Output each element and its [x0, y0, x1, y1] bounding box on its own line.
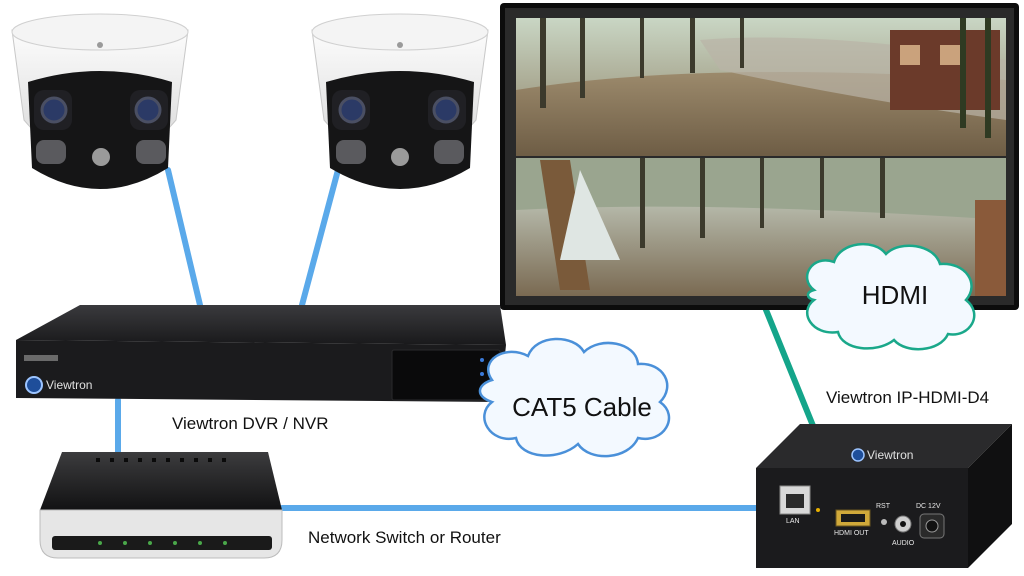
- dome-camera-2: [311, 13, 489, 189]
- dome-camera-1: [11, 13, 189, 189]
- hdmi-cable-cloud: [805, 242, 976, 351]
- lan-port-label: LAN: [786, 518, 800, 525]
- audio-label: AUDIO: [892, 540, 915, 547]
- reset-button: [881, 519, 887, 525]
- reset-label: RST: [876, 503, 890, 510]
- nvr-label: Viewtron DVR / NVR: [172, 414, 329, 433]
- cat5-cloud-label: CAT5 Cable: [512, 392, 652, 422]
- hdmi-decoder-box: [756, 424, 1012, 568]
- switch-label: Network Switch or Router: [308, 528, 501, 547]
- viewtron-logo-icon: [25, 376, 43, 394]
- cat5-cables: [115, 167, 789, 511]
- cat5-cable-cloud: [478, 337, 671, 458]
- hdmi-out-port-label: HDMI OUT: [834, 530, 869, 537]
- nvr-brand-text: Viewtron: [46, 378, 93, 392]
- network-switch: [39, 452, 283, 559]
- camera-feed-top: [516, 18, 1006, 156]
- dc-power-label: DC 12V: [916, 503, 941, 510]
- viewtron-logo-icon: [851, 448, 865, 462]
- decoder-label: Viewtron IP-HDMI-D4: [826, 388, 990, 407]
- hdmi-cloud-label: HDMI: [861, 280, 929, 310]
- cable-camera2-to-nvr: [299, 167, 341, 308]
- cable-camera1-to-nvr: [165, 167, 203, 308]
- decoder-brand-text: Viewtron: [867, 448, 914, 462]
- nvr-recorder: [16, 305, 506, 402]
